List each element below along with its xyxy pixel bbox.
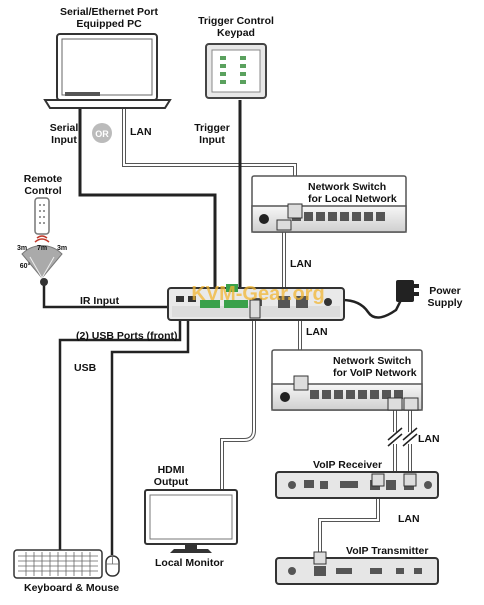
remote-line1: Remote (23, 173, 63, 185)
lan-voip-link-label: LAN (306, 326, 328, 338)
serial-input-line1: Serial (49, 122, 79, 134)
trigger-input-label: Trigger Input (190, 122, 234, 146)
range-right-label: 3m (57, 245, 67, 252)
hdmi-line2: Output (153, 476, 189, 488)
usb-ports-label: (2) USB Ports (front) (76, 330, 178, 342)
local-monitor (144, 489, 238, 553)
pc-title-line1: Serial/Ethernet Port (59, 6, 159, 18)
remote-line2: Control (24, 185, 62, 197)
usb-cable-keyboard (58, 318, 182, 552)
power-supply-label: Power Supply (420, 285, 470, 309)
hdmi-line1: HDMI (157, 464, 185, 476)
network-switch-voip (271, 349, 423, 411)
voip-receiver (275, 471, 439, 499)
laptop-pc (43, 33, 172, 109)
pc-title-line2: Equipped PC (76, 18, 142, 30)
lan-local-label: LAN (290, 258, 312, 270)
switch-voip-line1: Network Switch (333, 355, 412, 367)
trigger-input-line1: Trigger (194, 122, 230, 134)
keypad-title: Trigger Control Keypad (186, 15, 286, 39)
power-line1: Power (429, 285, 461, 297)
power-cable (341, 297, 404, 319)
or-badge (92, 123, 112, 143)
pc-title: Serial/Ethernet Port Equipped PC (44, 6, 174, 30)
remote-control (21, 197, 63, 286)
trigger-keypad (205, 43, 267, 99)
power-supply-adapter (396, 280, 419, 302)
serial-input-line2: Input (51, 134, 77, 146)
local-monitor-label: Local Monitor (155, 557, 224, 569)
voip-receiver-label: VoIP Receiver (313, 459, 383, 471)
voip-transmitter-label: VoIP Transmitter (346, 545, 429, 557)
main-device-unit (167, 284, 345, 321)
remote-label: Remote Control (16, 173, 70, 197)
range-mid-label: 7m (37, 245, 47, 252)
lan-pc-label: LAN (130, 126, 152, 138)
switch-local-label: Network Switch for Local Network (308, 181, 397, 205)
switch-voip-line2: for VoIP Network (333, 367, 417, 379)
power-line2: Supply (427, 297, 463, 309)
hdmi-output-label: HDMI Output (148, 464, 194, 488)
watermark: KVM-Gear.org (191, 283, 324, 305)
voip-transmitter (275, 551, 439, 585)
ir-cable (42, 280, 172, 309)
keypad-title-line1: Trigger Control (198, 15, 274, 27)
usb-cable-mouse (110, 318, 190, 555)
network-switch-local (251, 175, 407, 233)
range-left-label: 3m (17, 245, 27, 252)
keyboard (13, 549, 103, 579)
lan-receiver-label: LAN (418, 433, 440, 445)
hdmi-cable (220, 318, 256, 492)
or-badge-label: OR (95, 129, 109, 139)
mouse (105, 555, 120, 577)
serial-input-label: Serial Input (44, 122, 84, 146)
usb-label: USB (74, 362, 97, 374)
trigger-input-line2: Input (199, 134, 225, 146)
serial-cable (78, 108, 217, 290)
switch-local-line1: Network Switch (308, 181, 387, 193)
angle-label: 60° (20, 262, 31, 270)
ir-input-label: IR Input (80, 295, 120, 307)
switch-voip-label: Network Switch for VoIP Network (333, 355, 417, 379)
lan-transmitter-label: LAN (398, 513, 420, 525)
keypad-title-line2: Keypad (217, 27, 255, 39)
switch-local-line2: for Local Network (308, 193, 397, 205)
keyboard-mouse-label: Keyboard & Mouse (24, 582, 120, 594)
